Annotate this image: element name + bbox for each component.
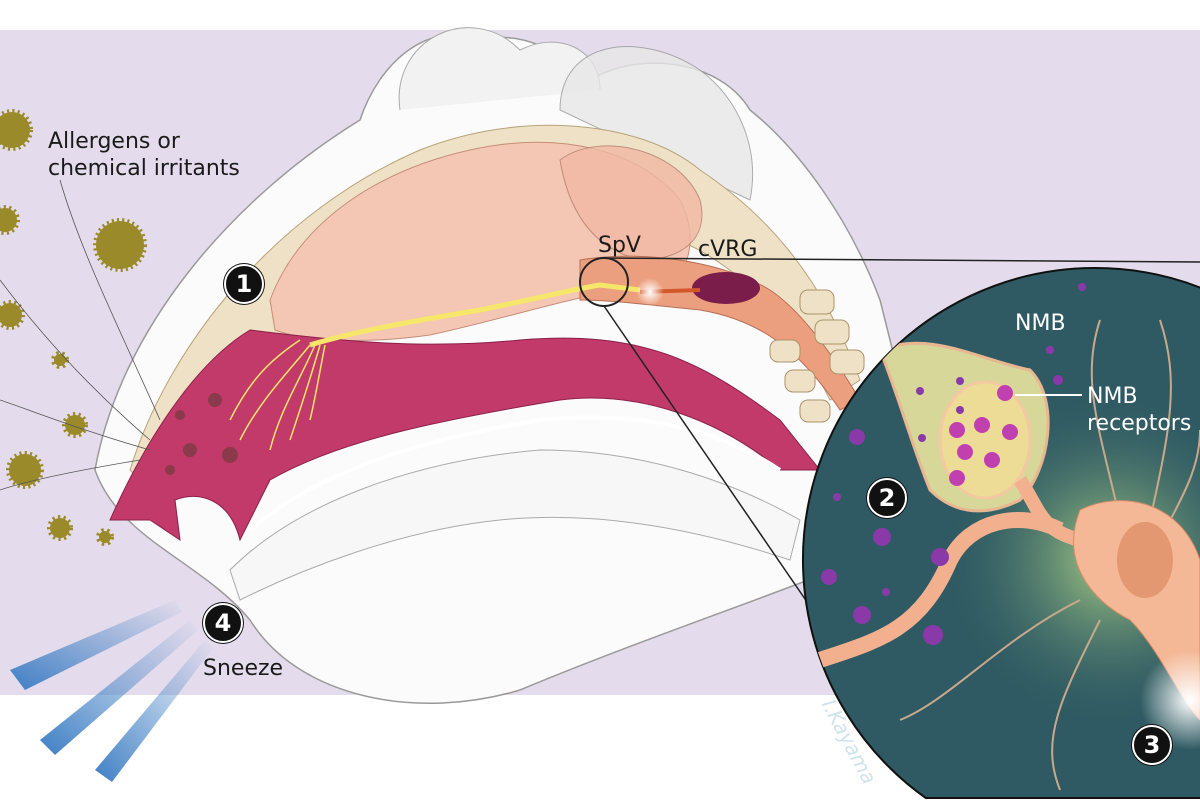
nerve-fibers <box>229 339 326 451</box>
whiskers <box>0 179 161 491</box>
zoom-line-bottom <box>603 305 841 651</box>
nmb-molecules <box>821 283 1086 645</box>
allergen-particles <box>0 109 147 546</box>
allergens-label-line2: chemical irritants <box>48 156 240 181</box>
dendrites <box>899 319 1200 791</box>
sneeze-rays <box>10 600 213 782</box>
nmb-receptors-line1: NMB <box>1087 384 1138 409</box>
allergens-label-line1: Allergens or <box>48 129 180 154</box>
step-3-badge: 3 <box>1132 725 1172 765</box>
palate <box>248 415 782 532</box>
action-potential-flash <box>1140 650 1200 750</box>
jaw <box>229 449 801 601</box>
nmb-label: NMB <box>1015 311 1066 336</box>
nucleus <box>1117 522 1173 598</box>
nmb-receptors <box>949 385 1018 486</box>
step-1-badge: 1 <box>224 264 264 304</box>
neuron-neck <box>1014 476 1082 547</box>
nmb-receptors-label: NMB receptors <box>1087 383 1191 437</box>
nmb-receptors-line2: receptors <box>1087 411 1192 436</box>
ear-inner <box>559 46 754 201</box>
vertebrae <box>769 289 865 423</box>
nasal-cavity <box>109 329 822 542</box>
cerebellum <box>559 145 703 261</box>
ear <box>398 27 601 111</box>
step-2-badge: 2 <box>867 478 907 518</box>
cvrg-nucleus <box>692 272 760 304</box>
spv-flash <box>636 278 664 306</box>
axon <box>817 512 1064 668</box>
inhaled-allergens <box>165 393 238 475</box>
allergens-label: Allergens or chemical irritants <box>48 128 240 182</box>
spv-label: SpV <box>598 233 641 258</box>
zoom-line-top <box>603 257 1200 263</box>
sneeze-label: Sneeze <box>203 656 284 681</box>
cvrg-label: cVRG <box>698 237 758 262</box>
trigeminal-nerve <box>309 282 641 348</box>
step-4-badge: 4 <box>203 603 243 643</box>
